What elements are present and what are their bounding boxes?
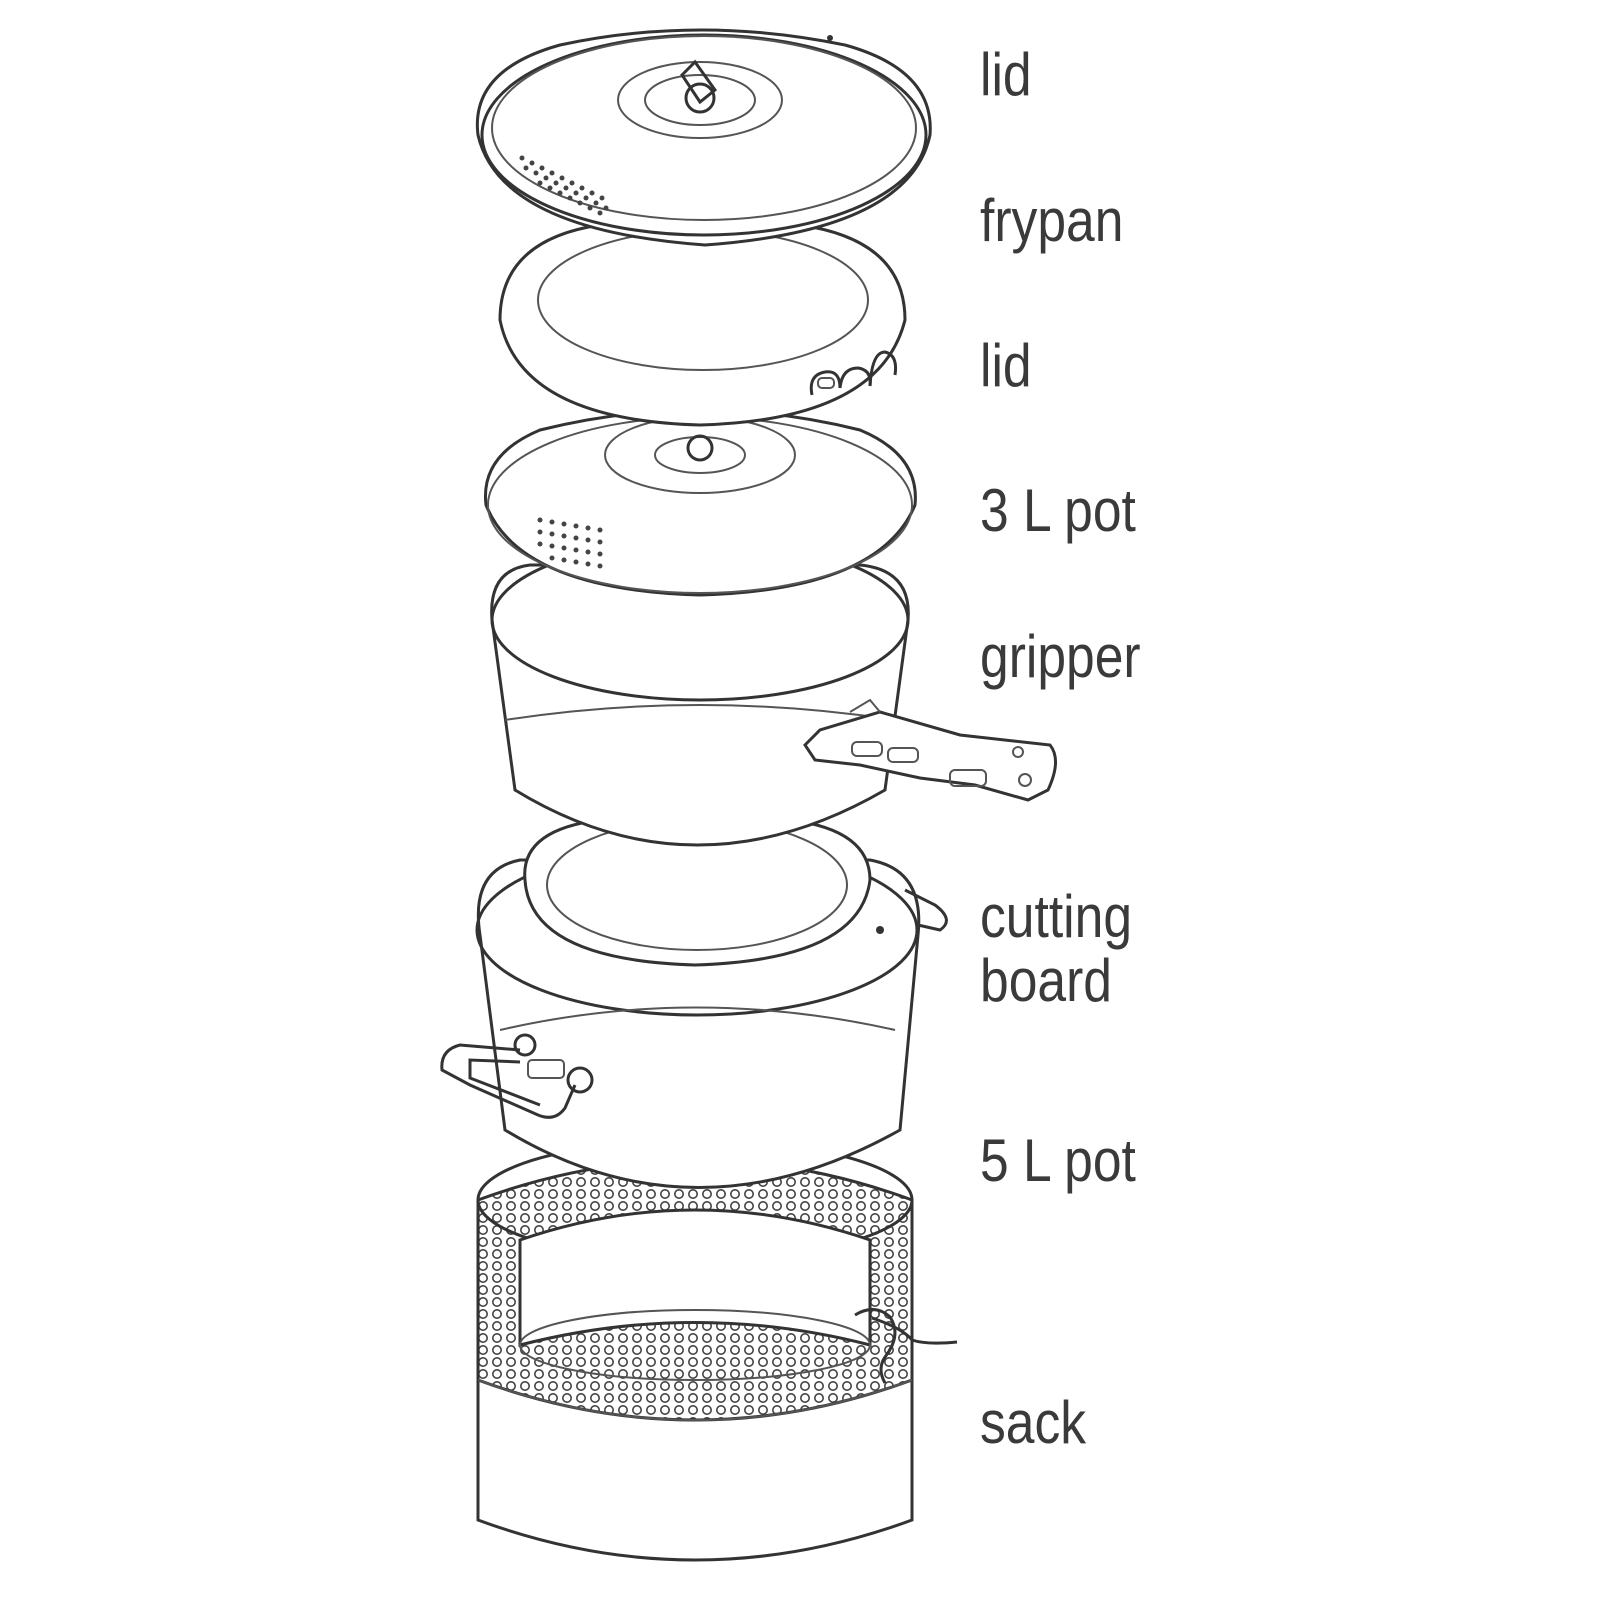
label-lid-top: lid: [980, 41, 1032, 108]
sack-drawing: [476, 1138, 958, 1562]
gripper-tool: [803, 698, 1057, 802]
frypan-drawing: [498, 223, 907, 427]
label-cutting-board-line2: board: [980, 947, 1112, 1014]
label-frypan: frypan: [980, 187, 1124, 254]
label-gripper: gripper: [980, 623, 1141, 690]
label-cutting-board-line1: cutting: [980, 883, 1133, 950]
pot-3l-drawing: [490, 538, 1057, 847]
lid-middle-drawing: [483, 408, 917, 597]
label-sack: sack: [980, 1389, 1087, 1456]
label-pot-3l: 3 L pot: [980, 477, 1136, 544]
label-lid-middle: lid: [980, 332, 1032, 399]
lid-top-drawing: [475, 28, 932, 247]
label-pot-5l: 5 L pot: [980, 1127, 1136, 1194]
